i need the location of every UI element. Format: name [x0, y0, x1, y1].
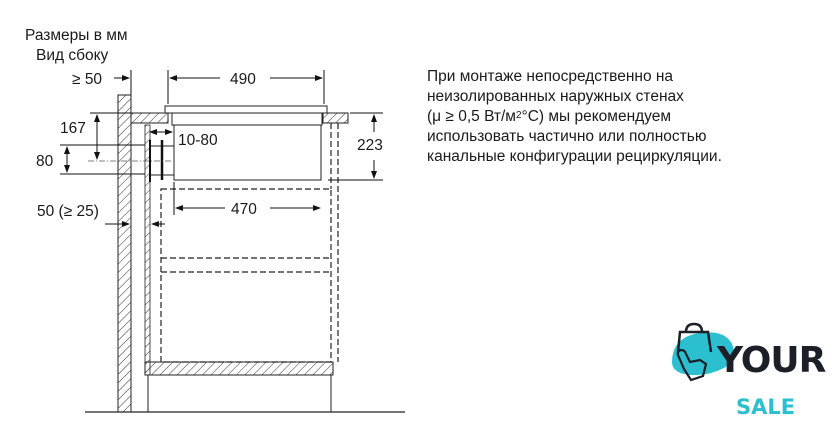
installation-note: При монтаже непосредственно на неизолиро…	[427, 67, 722, 167]
wall	[117, 94, 132, 413]
bottom-shelf	[144, 361, 334, 376]
logo-sale: SALE	[736, 395, 795, 419]
countertop-right	[322, 112, 349, 124]
hob-unit	[173, 124, 322, 181]
countertop-left	[130, 112, 169, 124]
dim-duct-top: 167	[60, 120, 86, 137]
logo-your: YOUR	[716, 340, 826, 381]
dim-rear-gap: 50 (≥ 25)	[37, 203, 99, 220]
note-line: использовать частично или полностью	[427, 128, 707, 145]
dim-body-width: 470	[231, 201, 257, 218]
note-line: (μ ≥ 0,5 Вт/м2°C) мы рекомендуем	[427, 107, 722, 127]
note-line: При монтаже непосредственно на	[427, 68, 674, 85]
dimension-lines	[60, 70, 383, 227]
dim-top-width: 490	[230, 71, 256, 88]
note-text: (μ ≥ 0,5 Вт/м	[427, 108, 516, 125]
header-text: Размеры в мм Вид сбоку	[25, 27, 128, 64]
units-label: Размеры в мм	[25, 27, 128, 44]
hob-glass	[164, 105, 328, 114]
note-line: канальные конфигурации рециркуляции.	[427, 148, 722, 165]
note-text: °C) мы рекомендуем	[521, 108, 672, 125]
note-line: неизолированных наружных стенах	[427, 88, 684, 105]
hob-upper-body	[171, 112, 323, 126]
dim-duct-height: 80	[36, 153, 54, 170]
superscript: 2	[515, 110, 522, 121]
dim-duct-offset: 10-80	[178, 132, 218, 149]
dim-height: 223	[357, 137, 383, 154]
dim-wall-gap: ≥ 50	[72, 71, 102, 88]
view-label: Вид сбоку	[36, 47, 109, 64]
yoursale-logo: YOUR SALE	[672, 322, 827, 419]
